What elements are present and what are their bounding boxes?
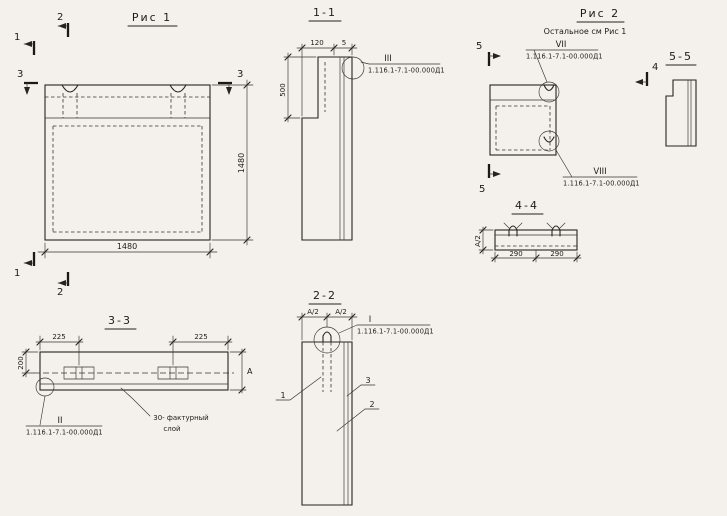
section-2-2: 2-2 А/2 А/2 I 1.116.1-7.1-00.000Д1 1 3 2	[275, 289, 434, 506]
cut-label-1-bottom: 1	[14, 268, 20, 279]
dim-bottom-1480: 1480	[117, 242, 137, 251]
panel-hidden-lines	[45, 93, 210, 233]
sec11-dimension-lines	[283, 43, 358, 123]
panel-outline	[44, 84, 211, 241]
fig2-cut-arrowheads	[493, 53, 643, 177]
section-1-1-title: 1-1	[313, 6, 337, 19]
facture-note-leader	[120, 387, 151, 417]
part-label-3: 3	[365, 376, 370, 385]
cut-label-3-left: 3	[17, 69, 23, 80]
cut-label-4: 4	[652, 62, 658, 73]
sec33-dimension-ticks	[22, 338, 246, 394]
lifting-loop-2-2	[322, 331, 332, 343]
profile-outline-5-5	[665, 79, 697, 147]
dim-225-a: 225	[52, 333, 65, 341]
dim-200: 200	[17, 356, 25, 369]
callout-viii-doc: 1.116.1-7.1-00.000Д1	[563, 180, 640, 188]
detail-circle-viii	[538, 130, 560, 152]
part-label-1: 1	[280, 391, 285, 400]
dim-a-half-44: А/2	[474, 235, 482, 247]
profile-outline-1-1	[301, 56, 353, 241]
sec22-dimension-ticks	[298, 313, 356, 321]
callout-viii-leader	[555, 149, 638, 178]
callout-ii-leader	[25, 395, 103, 427]
cut-label-5-top: 5	[476, 41, 482, 52]
lifting-loops	[61, 84, 187, 93]
part-leaders-2-2	[275, 376, 380, 432]
dim-a-half-b: А/2	[335, 308, 347, 316]
facture-layer-lines-2-2	[343, 341, 349, 506]
callout-vii-leader	[525, 49, 599, 83]
fig1-dimension-lines	[37, 79, 254, 259]
figure-1: Рис 1 1480 1480 1 1 2 2 3 3	[14, 11, 254, 298]
bar-outline-3-3	[39, 351, 229, 391]
detail-circle-i	[313, 326, 341, 354]
fig2-cut-arrows	[488, 55, 648, 175]
figure-2-note: Остальное см Рис 1	[544, 27, 627, 36]
dim-120: 120	[310, 39, 323, 47]
panel-hidden-lines-fig2	[495, 105, 551, 151]
callout-viii-roman: VIII	[593, 167, 606, 177]
section-1-1: 1-1 III 1.116.1-7.1-00.000Д1 120 5 500	[279, 6, 445, 241]
section-4-4: 4-4 А/2 290 290	[474, 199, 582, 263]
anchor-loops-4-4	[508, 225, 561, 237]
figure-2: Рис 2 Остальное см Рис 1 VII 1.116.1-7.1…	[476, 7, 658, 195]
facture-layer-lines-1-1	[339, 56, 345, 241]
fig1-dimension-ticks	[41, 81, 251, 256]
cut-label-2-top: 2	[57, 12, 63, 23]
anchor-loops-fig2	[543, 84, 555, 143]
callout-ii-roman: II	[57, 416, 62, 426]
fig1-cut-strokes	[24, 23, 232, 286]
callout-i-leader	[338, 324, 431, 334]
sec44-dimension-lines	[478, 226, 582, 263]
dim-500: 500	[279, 83, 287, 96]
facture-note-line1: 30- фактурный	[153, 414, 208, 422]
facture-layer-lines-5-5	[687, 79, 692, 147]
dim-a-33: А	[247, 367, 253, 376]
dim-right-1480: 1480	[237, 153, 246, 173]
dim-225-b: 225	[194, 333, 207, 341]
dim-5: 5	[342, 39, 346, 47]
cut-label-3-right: 3	[237, 69, 243, 80]
part-label-2: 2	[369, 400, 374, 409]
sec33-dimension-lines	[21, 335, 247, 394]
cut-label-1-top: 1	[14, 32, 20, 43]
anchor-loop-marks-4-4	[503, 222, 566, 229]
bar-outline-4-4	[494, 229, 578, 251]
profile-outline-2-2	[301, 341, 353, 506]
section-5-5-title: 5-5	[669, 50, 693, 63]
figure-1-title: Рис 1	[132, 11, 172, 24]
callout-iii-doc: 1.116.1-7.1-00.000Д1	[368, 67, 445, 75]
callout-i-roman: I	[369, 315, 372, 325]
loop-legs-hidden-2-2	[322, 342, 332, 392]
sec11-dimension-ticks	[284, 44, 356, 122]
dim-a-half-a: А/2	[307, 308, 319, 316]
callout-i-doc: 1.116.1-7.1-00.000Д1	[357, 328, 434, 336]
sec22-dimension-lines	[296, 312, 358, 341]
callout-vii-roman: VII	[556, 40, 567, 50]
detail-circle-iii	[341, 56, 365, 80]
dim-290-a: 290	[509, 250, 522, 258]
callout-iii-leader	[360, 61, 441, 65]
section-2-2-title: 2-2	[313, 289, 337, 302]
dim-290-b: 290	[550, 250, 563, 258]
cut-label-2-bottom: 2	[57, 287, 63, 298]
embedded-plates-3-3	[63, 366, 189, 380]
panel-outline-fig2	[489, 84, 557, 156]
sec44-dimension-ticks	[479, 226, 581, 262]
callout-iii-roman: III	[384, 54, 392, 64]
section-4-4-title: 4-4	[515, 199, 539, 212]
section-3-3: 3-3 225 225 200 А II 1.116.1-7.1-00.000Д…	[17, 314, 253, 437]
detail-circle-vii	[538, 81, 560, 103]
section-5-5: 5-5	[665, 50, 697, 147]
facture-note-line2: слой	[163, 425, 180, 433]
fig2-cut-strokes	[487, 52, 649, 178]
callout-vii-doc: 1.116.1-7.1-00.000Д1	[526, 53, 603, 61]
figure-2-title: Рис 2	[580, 7, 620, 20]
section-3-3-title: 3-3	[108, 314, 132, 327]
detail-circle-ii	[35, 377, 55, 397]
cut-label-5-bottom: 5	[479, 184, 485, 195]
callout-ii-doc: 1.116.1-7.1-00.000Д1	[26, 429, 103, 437]
